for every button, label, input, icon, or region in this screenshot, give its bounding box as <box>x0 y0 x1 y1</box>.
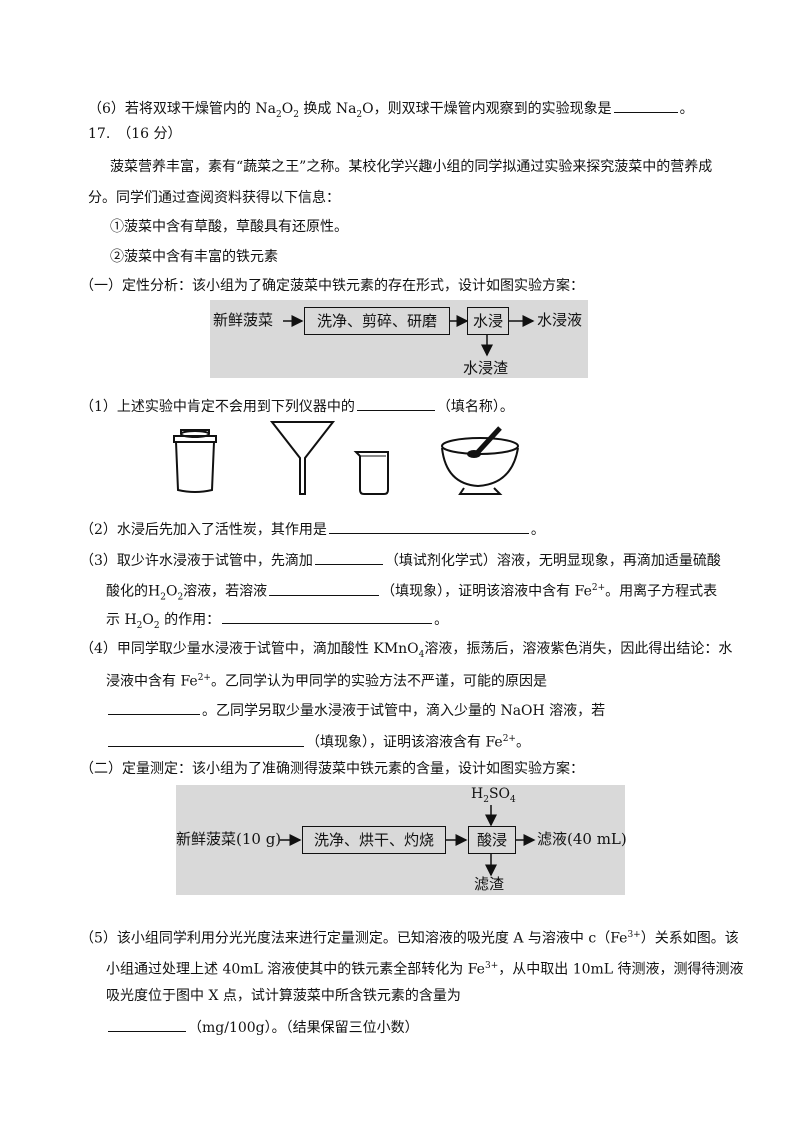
q16-part6: （6）若将双球干燥管内的 Na2O2 换成 Na2O，则双球干燥管内观察到的实验… <box>88 97 694 125</box>
question-4-line4: （填现象），证明该溶液含有 Fe2+。 <box>106 729 530 753</box>
answer-blank[interactable] <box>108 1016 186 1032</box>
question-4-line2: 浸液中含有 Fe2+。乙同学认为甲同学的实验方法不严谨，可能的原因是 <box>106 673 547 690</box>
question-3-line2: 酸化的H2O2溶液，若溶液（填现象），证明该溶液中含有 Fe2+。用离子方程式表 <box>106 578 717 607</box>
info-item-1: ①菠菜中含有草酸，草酸具有还原性。 <box>110 219 348 235</box>
flowchart-qualitative: 新鲜菠菜 洗净、剪碎、研磨 水浸 水浸液 水浸渣 <box>210 300 588 378</box>
crucible-icon <box>173 429 217 493</box>
q17-intro-line1: 菠菜营养丰富，素有“蔬菜之王”之称。某校化学兴趣小组的同学拟通过实验来探究菠菜中… <box>110 159 713 175</box>
beaker-icon <box>353 451 389 495</box>
flow1-step-soak: 水浸 <box>467 307 509 335</box>
flow2-step-burn: 洗净、烘干、灼烧 <box>302 826 446 854</box>
question-5-line4: （mg/100g）。（结果保留三位小数） <box>106 1016 419 1038</box>
q17-header: 17. （16 分） <box>88 126 182 142</box>
flow2-residue: 滤渣 <box>474 875 505 893</box>
answer-blank[interactable] <box>222 608 433 624</box>
flow2-reagent: H2SO4 <box>471 786 516 805</box>
info-item-2: ②菠菜中含有丰富的铁元素 <box>110 249 278 265</box>
funnel-icon <box>269 421 336 495</box>
answer-blank[interactable] <box>613 97 678 113</box>
q17-intro-line2: 分。同学们通过查阅资料获得以下信息： <box>88 190 340 206</box>
question-1: （1）上述实验中肯定不会用到下列仪器中的（填名称）。 <box>80 395 514 417</box>
flow1-residue: 水浸渣 <box>463 359 509 377</box>
flow2-output: 滤液(40 mL) <box>537 830 627 848</box>
question-4-line3: 。乙同学另取少量水浸液于试管中，滴入少量的 NaOH 溶液，若 <box>106 699 605 721</box>
answer-blank[interactable] <box>269 580 380 596</box>
apparatus-row <box>173 421 519 495</box>
answer-blank[interactable] <box>356 395 435 411</box>
answer-blank[interactable] <box>108 699 200 715</box>
mortar-pestle-icon <box>441 426 519 495</box>
flow2-start: 新鲜菠菜(10 g) <box>176 830 282 848</box>
question-5-line2: 小组通过处理上述 40mL 溶液使其中的铁元素全部转化为 Fe3+，从中取出 1… <box>106 961 744 978</box>
question-3-line3: 示 H2O2 的作用：。 <box>106 608 448 636</box>
flow-arrows <box>283 315 535 357</box>
question-3-line1: （3）取少许水浸液于试管中，先滴加（填试剂化学式）溶液，无明显现象，再滴加适量硫… <box>80 549 721 571</box>
question-5-line3: 吸光度位于图中 X 点，试计算菠菜中所含铁元素的含量为 <box>106 988 461 1004</box>
answer-blank[interactable] <box>108 731 304 747</box>
flow1-start: 新鲜菠菜 <box>213 311 274 329</box>
question-5-line1: （5）该小组同学利用分光光度法来进行定量测定。已知溶液的吸光度 A 与溶液中 c… <box>80 930 739 947</box>
question-2: （2）水浸后先加入了活性炭，其作用是。 <box>80 518 545 540</box>
question-4-line1: （4）甲同学取少量水浸液于试管中，滴加酸性 KMnO4溶液，振荡后，溶液紫色消失… <box>80 641 733 660</box>
flow-arrows <box>280 805 536 877</box>
flow1-step-wash: 洗净、剪碎、研磨 <box>304 307 450 335</box>
part1-heading: （一）定性分析：该小组为了确定菠菜中铁元素的存在形式，设计如图实验方案： <box>80 278 584 294</box>
answer-blank[interactable] <box>314 549 383 565</box>
answer-blank[interactable] <box>328 518 529 534</box>
flow2-step-acid: 酸浸 <box>468 826 516 854</box>
flowchart-quantitative: H2SO4 新鲜菠菜(10 g) 洗净、烘干、灼烧 酸浸 滤液(40 mL) 滤… <box>176 785 627 895</box>
flow1-output: 水浸液 <box>537 311 583 329</box>
part2-heading: （二）定量测定：该小组为了准确测得菠菜中铁元素的含量，设计如图实验方案： <box>80 761 584 777</box>
